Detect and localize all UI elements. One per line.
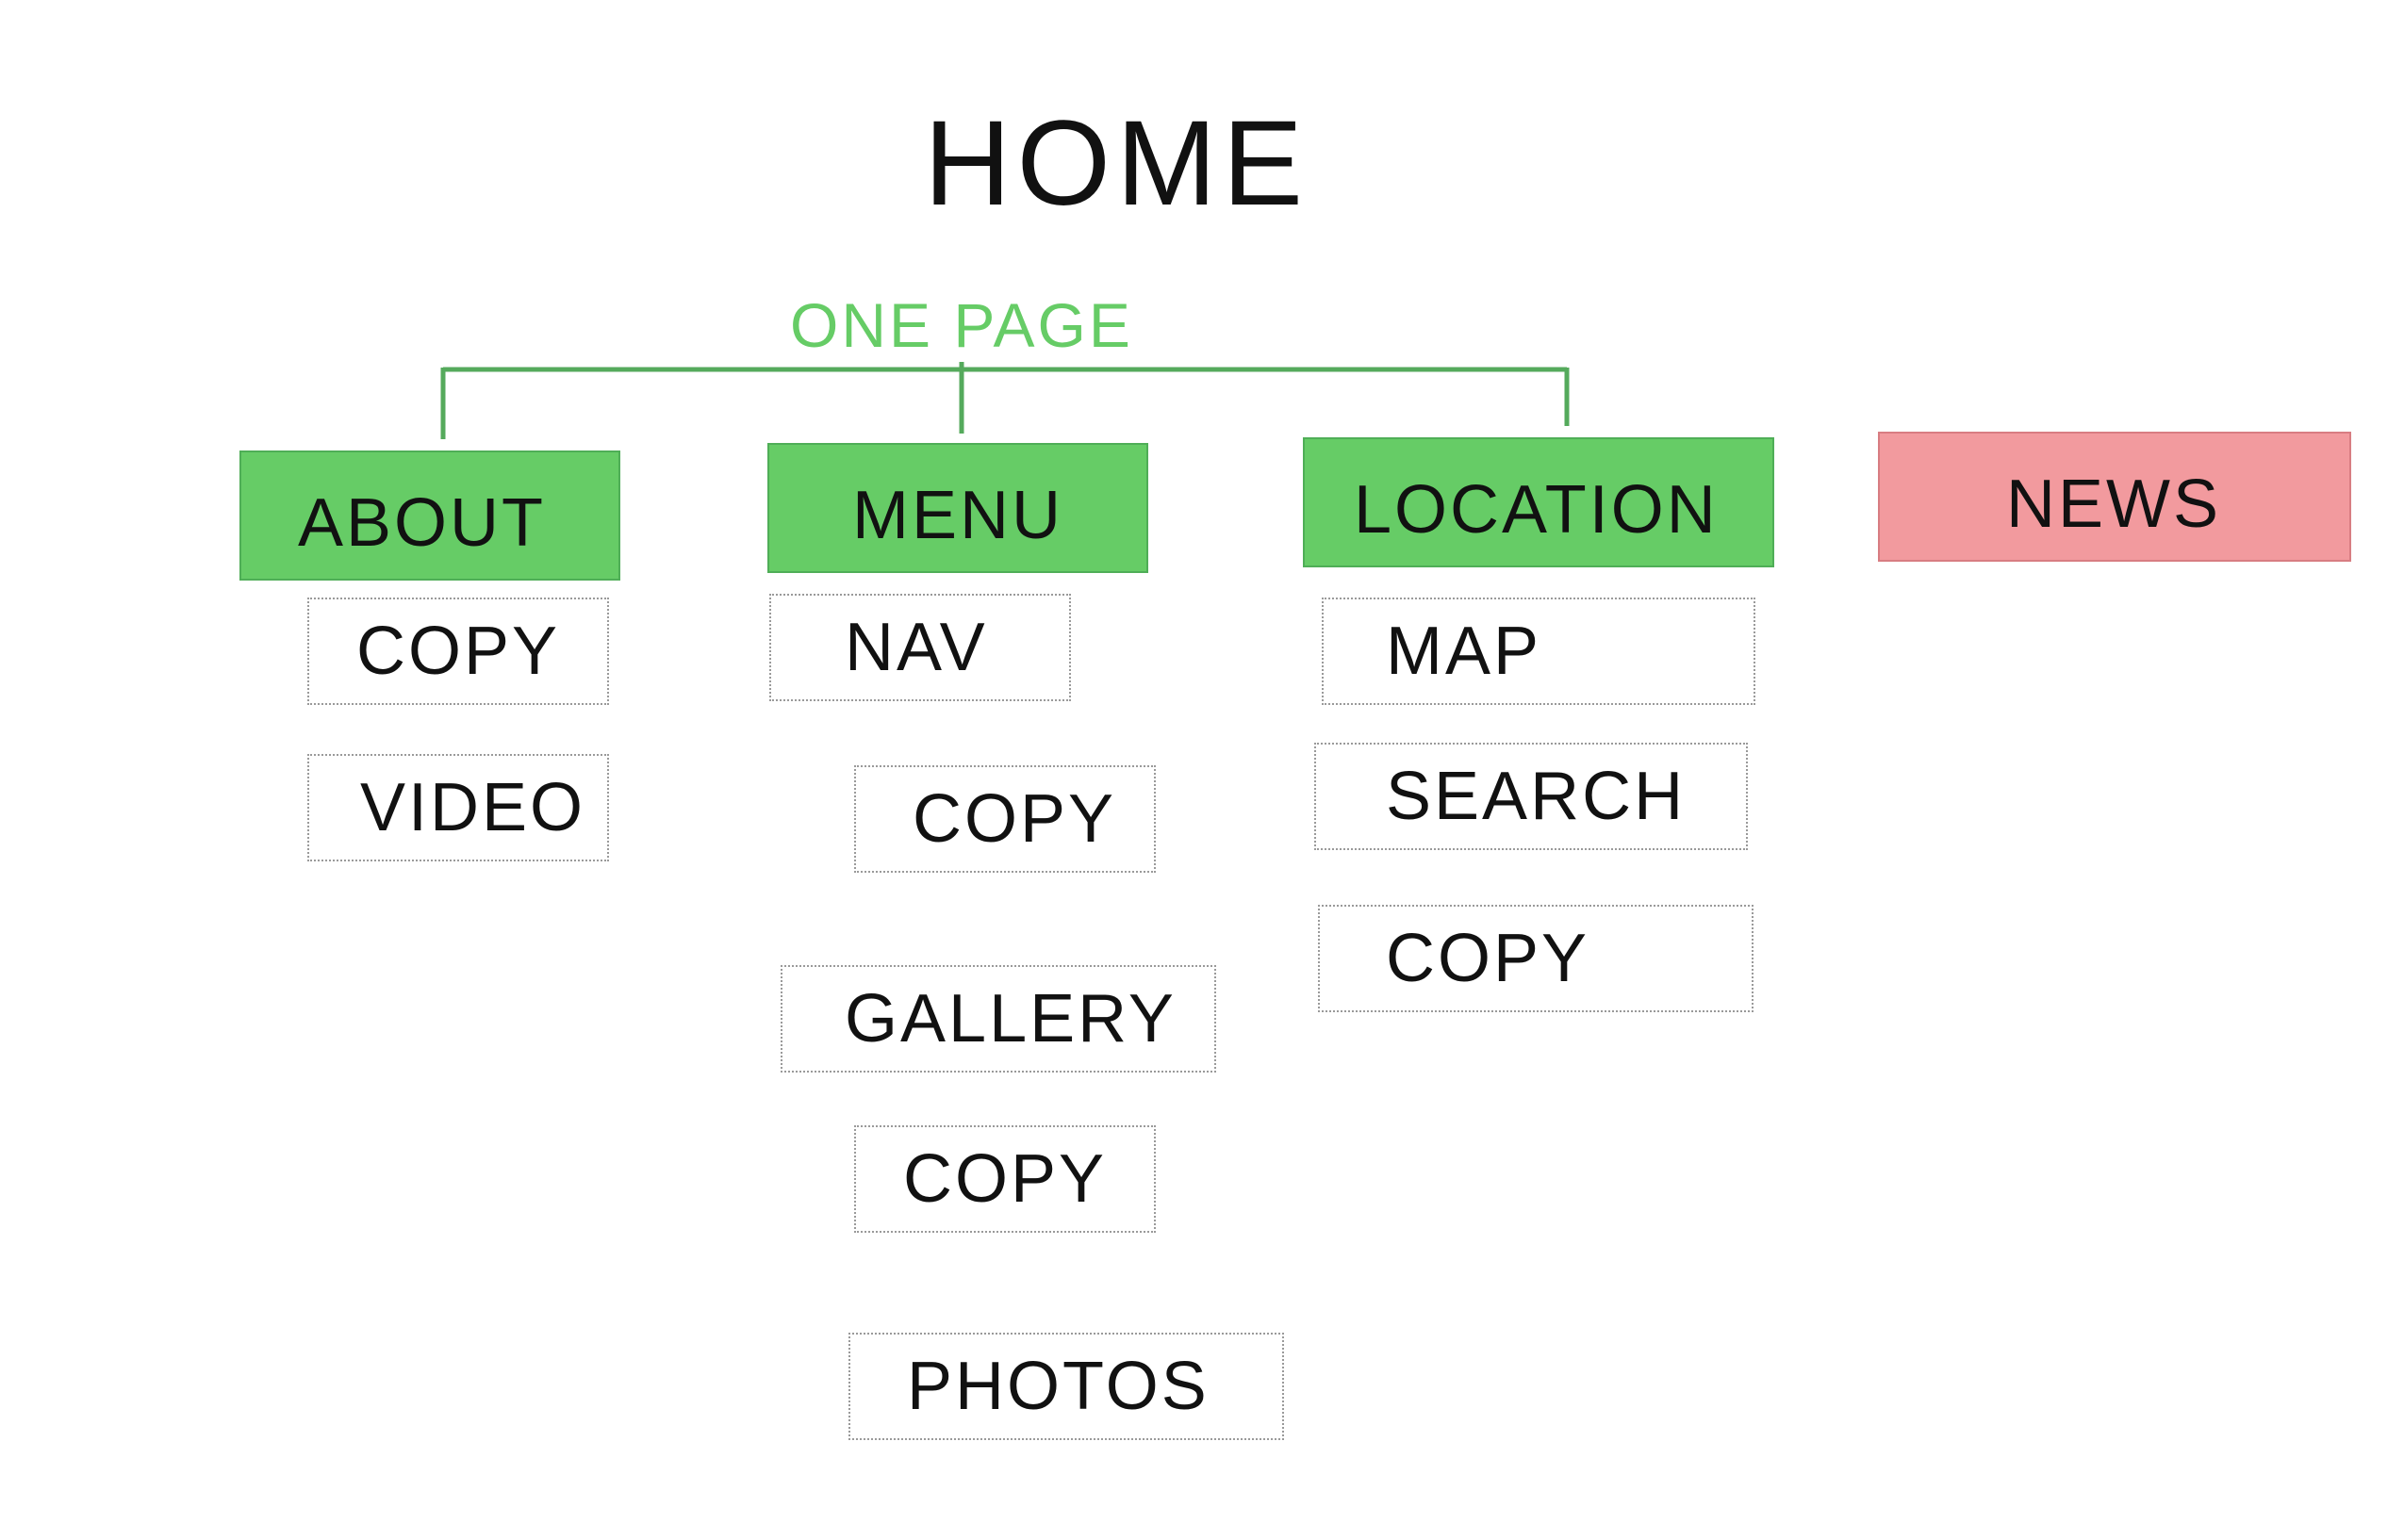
menu-item-gallery-label: GALLERY <box>845 981 1177 1057</box>
page-subtitle: ONE PAGE <box>790 290 1133 360</box>
section-about-label: ABOUT <box>298 485 547 561</box>
location-item-search: SEARCH <box>1314 743 1748 850</box>
section-about: ABOUT <box>239 451 620 581</box>
menu-item-copy-label: COPY <box>913 781 1117 857</box>
location-item-map: MAP <box>1322 598 1755 705</box>
menu-item-nav: NAV <box>769 594 1071 701</box>
menu-item-photos: PHOTOS <box>848 1333 1284 1440</box>
location-item-map-label: MAP <box>1386 614 1542 689</box>
section-menu: MENU <box>767 443 1148 573</box>
menu-item-nav-label: NAV <box>845 610 988 685</box>
about-item-copy: COPY <box>307 598 609 705</box>
menu-item-gallery: GALLERY <box>781 965 1216 1073</box>
section-menu-label: MENU <box>852 478 1063 553</box>
about-item-video-label: VIDEO <box>360 770 586 845</box>
about-item-video: VIDEO <box>307 754 609 861</box>
menu-item-copy: COPY <box>854 765 1156 873</box>
about-item-copy-label: COPY <box>356 614 561 689</box>
page-title: HOME <box>924 96 1309 231</box>
section-news-label: NEWS <box>2006 467 2221 542</box>
section-location-label: LOCATION <box>1354 472 1719 548</box>
menu-item-copy-2: COPY <box>854 1125 1156 1233</box>
menu-item-photos-label: PHOTOS <box>907 1349 1210 1424</box>
location-item-copy-label: COPY <box>1386 921 1590 996</box>
section-location: LOCATION <box>1303 437 1774 567</box>
location-item-search-label: SEARCH <box>1386 759 1687 834</box>
section-news: NEWS <box>1878 432 2351 562</box>
location-item-copy: COPY <box>1318 905 1754 1012</box>
menu-item-copy-2-label: COPY <box>903 1141 1108 1217</box>
